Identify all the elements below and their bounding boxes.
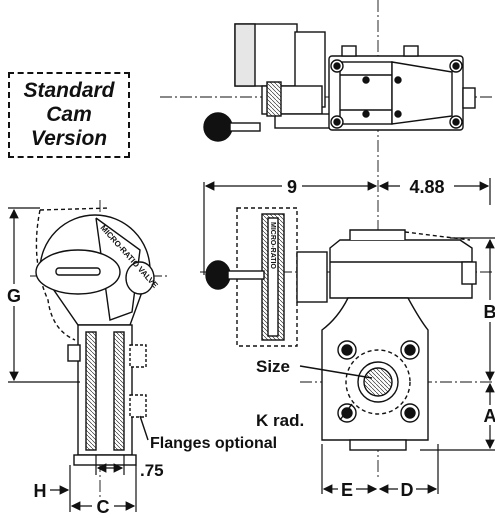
title-line-1: Standard: [23, 79, 115, 102]
dim-D: D: [401, 480, 414, 500]
callout-flanges: Flanges optional: [150, 435, 277, 452]
dim-075: .75: [140, 461, 164, 480]
dim-C: C: [97, 497, 110, 517]
callout-k-rad: K rad.: [256, 411, 304, 430]
dimension-lines: [8, 178, 495, 512]
title-line-3: Version: [30, 127, 108, 150]
side-view: [30, 200, 170, 500]
dim-G: G: [7, 286, 21, 306]
dim-A: A: [484, 406, 495, 426]
dim-H: H: [34, 481, 47, 501]
scale-text: MICRO-RATIO: [269, 222, 276, 269]
dim-9: 9: [287, 177, 297, 197]
callout-size: Size: [256, 357, 290, 376]
dim-B: B: [484, 302, 495, 322]
title-box: Standard Cam Version: [8, 72, 130, 158]
front-view: [200, 180, 495, 480]
title-line-2: Cam: [46, 103, 92, 126]
dim-4-88: 4.88: [409, 177, 444, 197]
top-view: [160, 0, 495, 180]
dim-E: E: [341, 480, 353, 500]
